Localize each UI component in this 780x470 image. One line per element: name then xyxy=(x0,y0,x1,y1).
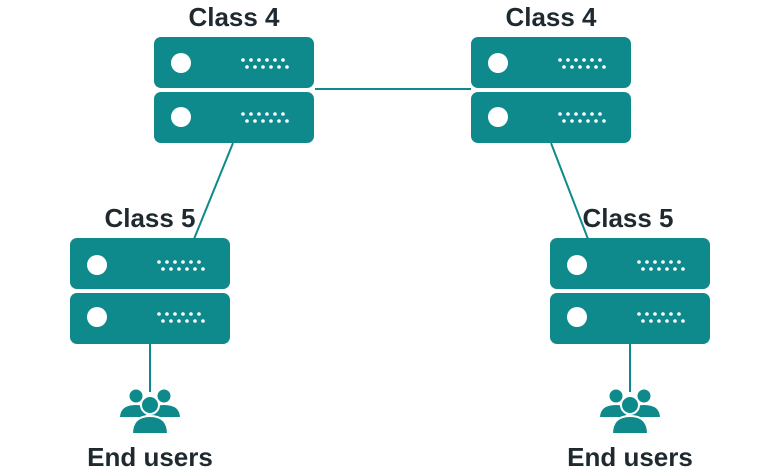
label-class4-left: Class 4 xyxy=(188,2,280,32)
link-class4-class5-right xyxy=(550,142,589,240)
label-class5-right: Class 5 xyxy=(582,203,673,233)
server-bottom-left xyxy=(70,238,230,344)
server-rack-icon xyxy=(70,238,230,344)
server-rack-icon xyxy=(154,37,314,143)
users-group-icon xyxy=(117,387,183,435)
label-end-users-left: End users xyxy=(87,442,213,470)
label-end-users-right: End users xyxy=(567,442,693,470)
server-bottom-right xyxy=(550,238,710,344)
server-rack-icon xyxy=(550,238,710,344)
users-group-icon xyxy=(597,387,663,435)
connections xyxy=(149,88,631,392)
label-class4-right: Class 4 xyxy=(505,2,597,32)
server-top-left xyxy=(154,37,314,143)
label-class5-left: Class 5 xyxy=(104,203,195,233)
link-class4-class5-left xyxy=(193,142,234,240)
server-top-right xyxy=(471,37,631,143)
server-rack-icon xyxy=(471,37,631,143)
